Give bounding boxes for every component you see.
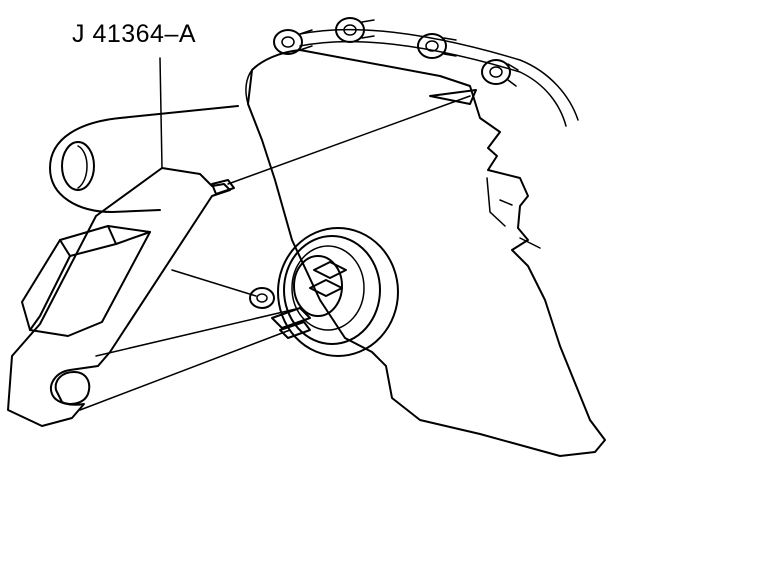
mounting-bosses <box>273 17 519 87</box>
tool-number-label: J 41364–A <box>72 20 197 48</box>
alignment-lines <box>79 57 477 411</box>
selector-shaft <box>249 227 399 357</box>
case-ear <box>49 105 239 213</box>
mounting-boss <box>335 17 375 43</box>
mounting-boss <box>417 33 457 59</box>
special-tool <box>7 167 235 427</box>
mounting-boss <box>481 59 519 87</box>
mounting-boss <box>273 29 313 55</box>
